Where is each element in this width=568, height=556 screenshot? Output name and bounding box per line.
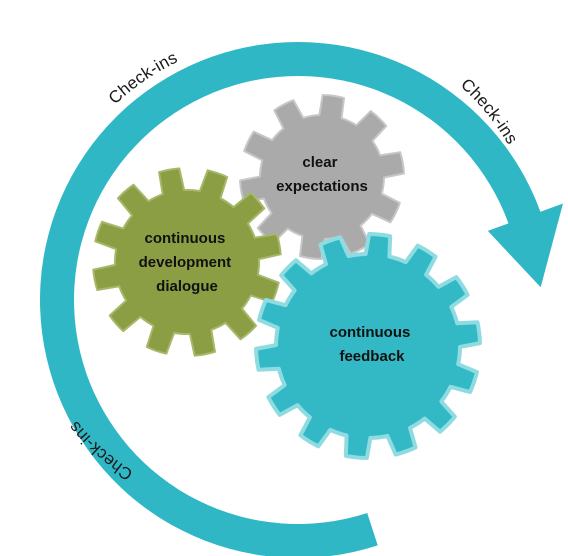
gear-label-line: development [139,254,232,271]
gear-label-line: continuous [330,324,411,341]
gear-label-line: dialogue [156,278,218,295]
gear-label-line: expectations [276,178,368,195]
gear-label-line: continuous [145,230,226,247]
gear-label-clear-expectations: clear expectations [276,154,368,195]
gear-continuous-development-dialogue [92,167,282,357]
gear-label-line: feedback [339,348,405,365]
gear-label-line: clear [302,154,337,171]
gear-label-continuous-development-dialogue: continuous development dialogue [139,230,236,295]
gear-label-continuous-feedback: continuous feedback [330,324,415,365]
gear-continuous-feedback [254,232,482,460]
gear-clear-expectations [239,94,405,260]
